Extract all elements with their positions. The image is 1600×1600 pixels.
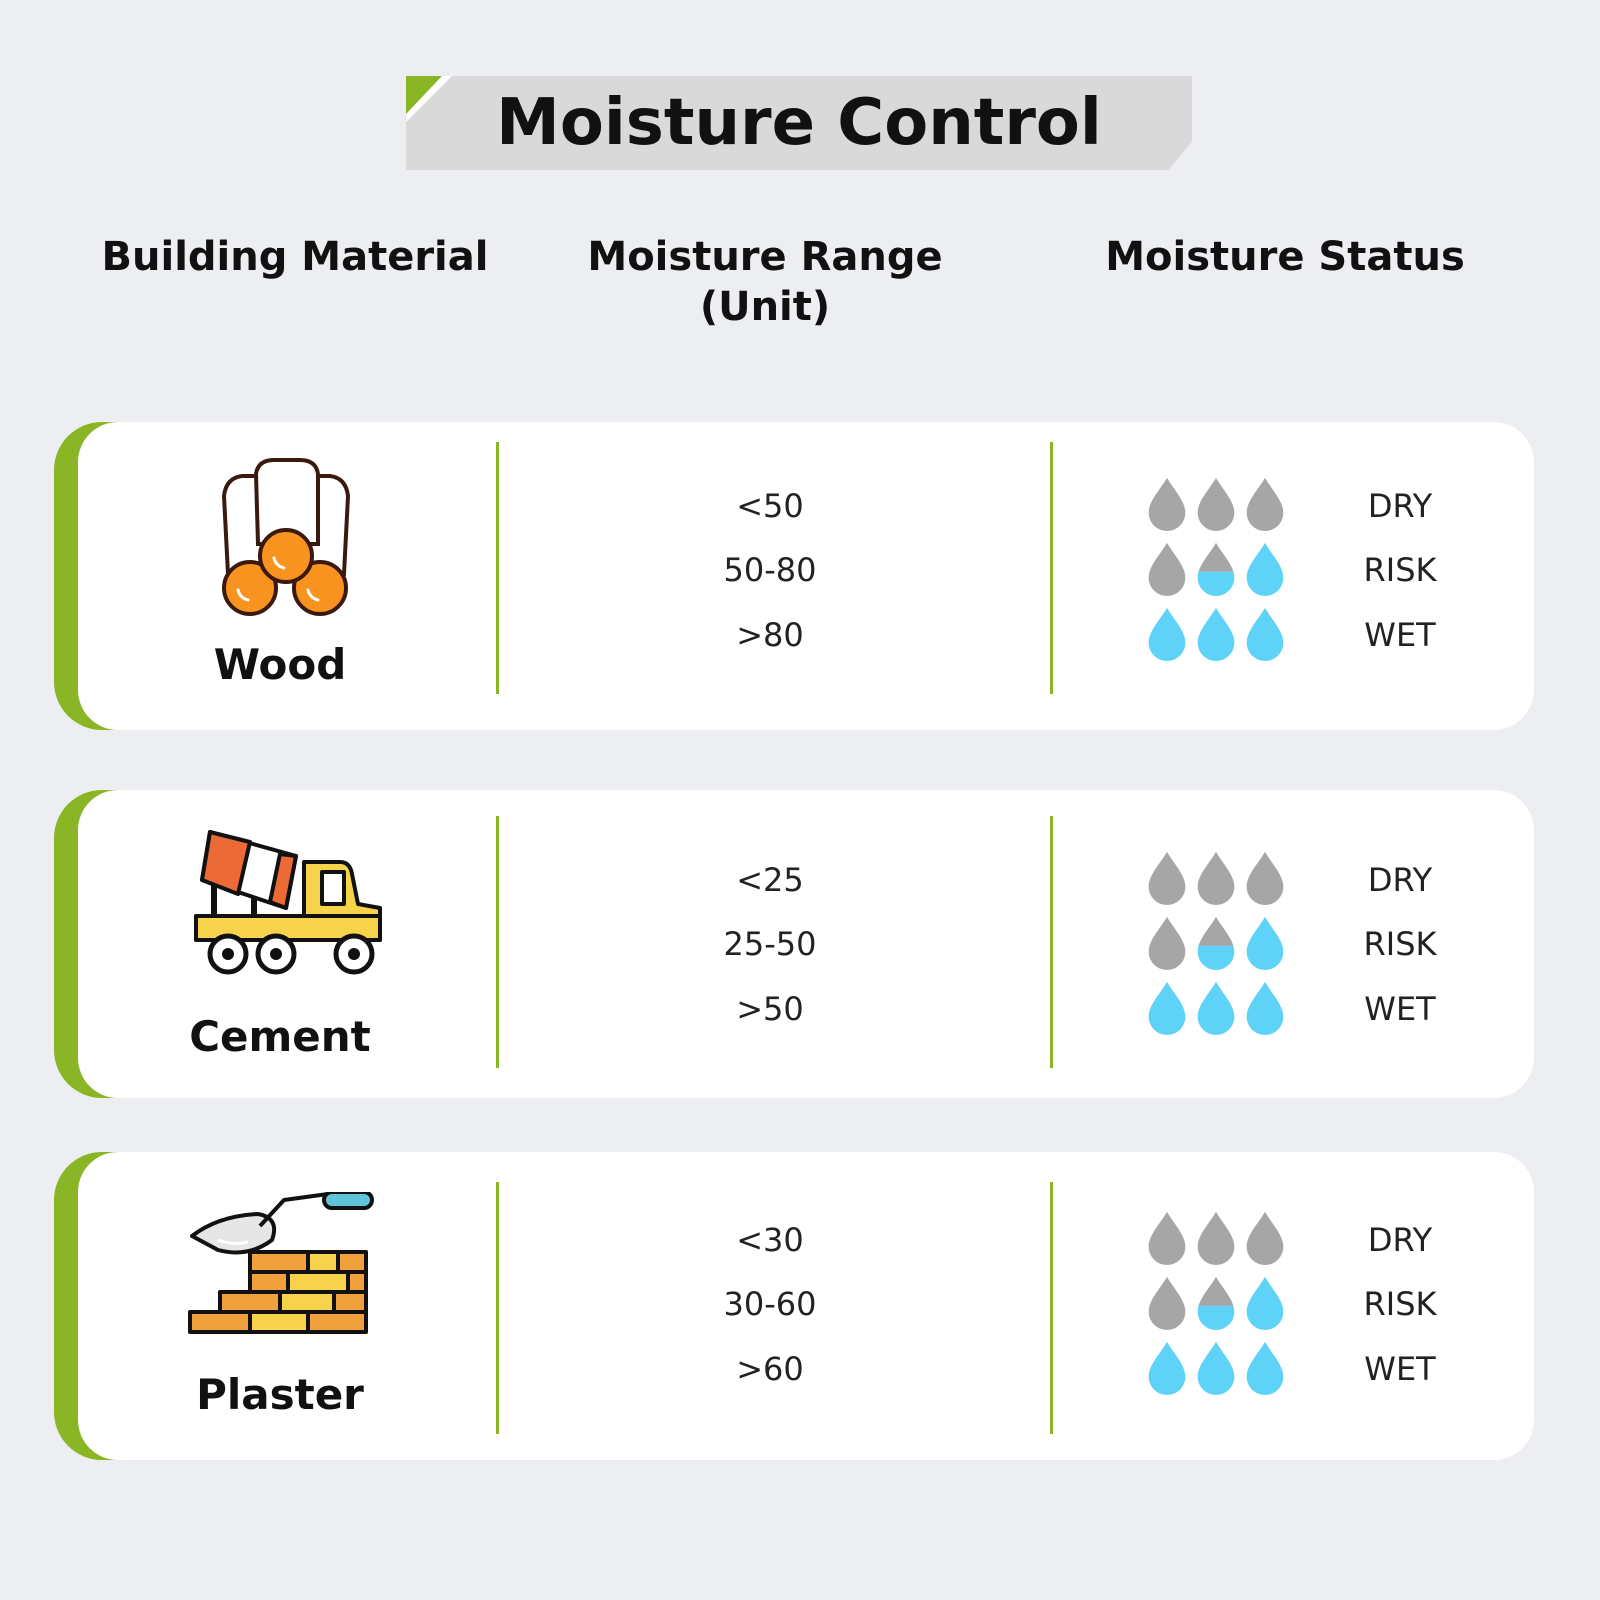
wet-drop-icon xyxy=(1246,1341,1284,1396)
status-label: DRY xyxy=(1367,1221,1433,1259)
status-label: DRY xyxy=(1367,861,1433,899)
dry-drop-icon xyxy=(1246,851,1284,906)
status-label: WET xyxy=(1364,1350,1436,1388)
logs-icon xyxy=(221,458,351,616)
range-value: 50-80 xyxy=(723,551,817,589)
page-title: Moisture Control xyxy=(496,86,1102,160)
column-divider xyxy=(1050,442,1053,694)
column-divider xyxy=(1050,816,1053,1068)
dry-drop-icon xyxy=(1246,477,1284,532)
wet-drop-icon xyxy=(1197,981,1235,1036)
range-value: 30-60 xyxy=(723,1285,817,1323)
wet-drop-icon xyxy=(1246,916,1284,971)
dry-drop-icon xyxy=(1197,1211,1235,1266)
header-moisture-range-line1: Moisture Range xyxy=(587,234,943,280)
status-label: RISK xyxy=(1363,1285,1437,1323)
column-divider xyxy=(496,816,499,1068)
dry-drop-icon xyxy=(1148,477,1186,532)
half-drop-icon xyxy=(1197,542,1235,597)
dry-drop-icon xyxy=(1148,542,1186,597)
dry-drop-icon xyxy=(1148,916,1186,971)
material-name-plaster: Plaster xyxy=(196,1370,364,1419)
wet-drop-icon xyxy=(1148,1341,1186,1396)
material-name-cement: Cement xyxy=(189,1012,371,1061)
half-drop-icon xyxy=(1197,916,1235,971)
trowel-bricks-icon xyxy=(188,1192,374,1334)
dry-drop-icon xyxy=(1148,1211,1186,1266)
wet-drop-icon xyxy=(1197,607,1235,662)
status-label: RISK xyxy=(1363,925,1437,963)
wet-drop-icon xyxy=(1246,607,1284,662)
material-card-cement xyxy=(78,790,1534,1098)
material-name-wood: Wood xyxy=(213,640,347,689)
dry-drop-icon xyxy=(1148,1276,1186,1331)
header-moisture-status: Moisture Status xyxy=(1105,234,1465,280)
range-value: 25-50 xyxy=(723,925,817,963)
wet-drop-icon xyxy=(1148,981,1186,1036)
status-label: WET xyxy=(1364,990,1436,1028)
status-label: RISK xyxy=(1363,551,1437,589)
range-value: <50 xyxy=(736,487,804,525)
header-moisture-range-line2: (Unit) xyxy=(699,284,831,330)
status-label: DRY xyxy=(1367,487,1433,525)
wet-drop-icon xyxy=(1246,981,1284,1036)
column-divider xyxy=(496,1182,499,1434)
range-value: <25 xyxy=(736,861,804,899)
status-label: WET xyxy=(1364,616,1436,654)
wet-drop-icon xyxy=(1197,1341,1235,1396)
dry-drop-icon xyxy=(1197,851,1235,906)
half-drop-icon xyxy=(1197,1276,1235,1331)
dry-drop-icon xyxy=(1148,851,1186,906)
wet-drop-icon xyxy=(1148,607,1186,662)
wet-drop-icon xyxy=(1246,542,1284,597)
header-building-material: Building Material xyxy=(101,234,489,280)
header-moisture-range: Moisture Range (Unit) xyxy=(540,232,990,332)
range-value: >50 xyxy=(736,990,804,1028)
cement-truck-icon xyxy=(194,830,382,975)
column-divider xyxy=(1050,1182,1053,1434)
wet-drop-icon xyxy=(1246,1276,1284,1331)
dry-drop-icon xyxy=(1197,477,1235,532)
dry-drop-icon xyxy=(1246,1211,1284,1266)
range-value: <30 xyxy=(736,1221,804,1259)
range-value: >80 xyxy=(736,616,804,654)
range-value: >60 xyxy=(736,1350,804,1388)
column-divider xyxy=(496,442,499,694)
title-banner xyxy=(406,76,1192,170)
